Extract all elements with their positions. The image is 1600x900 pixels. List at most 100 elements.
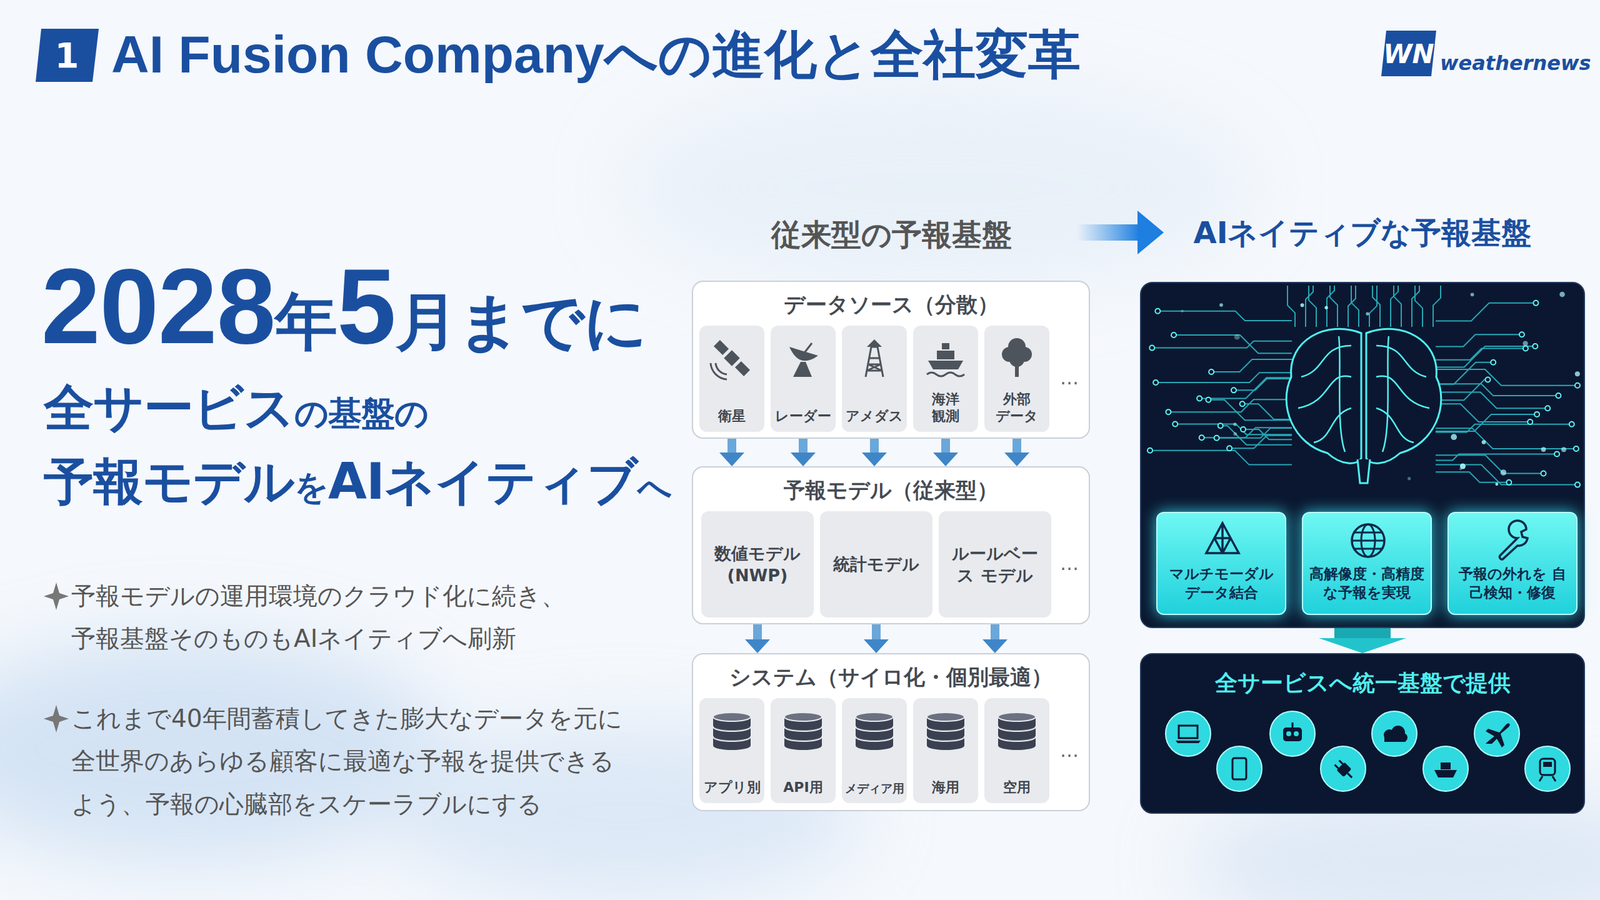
bullet-text: これまで40年間蓄積してきた膨大なデータを元に 全世界のあらゆる顧客に最適な予報… (71, 697, 631, 826)
bullet-text: 予報モデルの運用環境のクラウド化に続き、 予報基盤そのものもAIネイティブへ刷新 (71, 575, 572, 661)
headline-part: の基盤の (294, 393, 429, 434)
headline: 予報モデルをAIネイティブへ (43, 456, 672, 507)
node-text: 海用 (931, 779, 960, 796)
headline-part: AIネイティブ (328, 452, 638, 511)
node-text: 統計モデル (833, 553, 920, 575)
title-badge (35, 28, 99, 82)
icon-glyph (713, 712, 751, 750)
node-text: 外部 データ (995, 391, 1039, 425)
headline-part: 予報モデル (43, 452, 295, 511)
page-title: AI Fusion Companyへの進化と全社変革 (111, 19, 1081, 91)
node-text: 予報の外れを 自己検知・修復 (1452, 565, 1573, 603)
icon-glyph (784, 712, 822, 750)
heading-arrow (1076, 210, 1164, 255)
icon-glyph (926, 343, 965, 377)
headline-part: 月までに (395, 286, 647, 357)
icon-glyph (926, 712, 965, 750)
service-icon (1371, 711, 1417, 757)
icon (1303, 513, 1434, 561)
flow-arrow (1334, 628, 1391, 639)
node-text: 海洋 観測 (928, 391, 964, 425)
service-icon (1216, 746, 1262, 792)
logo-initials: WN (1383, 38, 1434, 70)
feature-box: 予報の外れを 自己検知・修復 (1447, 511, 1578, 615)
service-panel: 全サービスへ統一基盤で提供 (1140, 653, 1585, 814)
node-text: システム（サイロ化・個別最適） (693, 663, 1089, 692)
icon-glyph (710, 340, 750, 380)
icon-glyph (1206, 523, 1239, 554)
logo-wordmark: weathernews (1440, 51, 1592, 75)
source-tile: 海用 (913, 698, 979, 804)
node-text: API用 (783, 779, 823, 796)
ai-panel: AIネイティブな予報基盤マルチモーダル データ結合高解像度・高精度 な予報を実現… (1140, 281, 1585, 629)
headline-part: 5 (336, 246, 396, 366)
icon (770, 325, 836, 386)
source-tile: レーダー (770, 325, 836, 432)
source-tile: API用 (770, 698, 836, 804)
headline-part: 2028 (41, 246, 275, 366)
node-text: データソース（分散） (693, 290, 1089, 320)
icon-glyph (855, 712, 894, 750)
service-icon (1474, 711, 1520, 757)
bullet-star (43, 582, 69, 610)
service-icon (1320, 746, 1366, 792)
group-box: 予報モデル（従来型） 数値モデル (NWP) 統計モデル ルールベース モデル (691, 466, 1090, 625)
service-icon (1423, 746, 1469, 792)
node-text: アメダス (845, 408, 904, 425)
icon (699, 325, 765, 386)
source-tile: 空用 (984, 698, 1050, 804)
icon-glyph (1351, 524, 1385, 557)
icon-glyph (1001, 338, 1032, 377)
headline-part: 全サービス (43, 378, 295, 437)
background-haze (0, 87, 1600, 900)
node-text: 全サービスへ統一基盤で提供 (1141, 668, 1584, 699)
source-tile: 衛星 (699, 325, 765, 432)
icon-glyph (998, 712, 1036, 750)
model-box: 統計モデル (820, 511, 933, 618)
section-number: 1 (55, 35, 80, 76)
node-text: 予報モデル（従来型） (693, 476, 1089, 505)
node-text: アプリ別 (703, 779, 761, 796)
node-text: 高解像度・高精度 な予報を実現 (1306, 565, 1427, 603)
source-tile: アメダス (841, 325, 907, 432)
source-tile: 海洋 観測 (913, 325, 979, 432)
icon (841, 325, 907, 386)
service-icon (1270, 711, 1315, 757)
node-text: 数値モデル (NWP) (706, 542, 809, 587)
node-text: 衛星 (718, 408, 746, 425)
headline-part: を (294, 467, 329, 507)
node-text: メディア用 (845, 781, 905, 796)
headline-part: 年 (275, 286, 337, 357)
model-box: 数値モデル (NWP) (701, 511, 814, 618)
title-underline (35, 106, 1563, 109)
icon (984, 325, 1050, 386)
icon-glyph (789, 343, 819, 377)
service-icon (1165, 711, 1211, 757)
ellipsis: … (1060, 366, 1079, 389)
icon-glyph (1499, 520, 1528, 560)
icon (984, 698, 1050, 759)
ellipsis: … (1060, 552, 1079, 575)
node-text: レーダー (775, 408, 832, 425)
bullet-star (43, 705, 69, 733)
icon (913, 698, 979, 759)
feature-box: マルチモーダル データ結合 (1156, 511, 1287, 615)
headline: 全サービスの基盤の (43, 383, 429, 434)
node-text: 空用 (1003, 779, 1031, 796)
node-text: マルチモーダル データ結合 (1161, 565, 1282, 603)
group-box: データソース（分散） 衛星 レーダーアメダス 海洋 観測外部 データ (691, 280, 1090, 439)
source-tile: メディア用 (841, 698, 907, 804)
headline: 2028年5月までに (41, 253, 647, 360)
icon (1448, 513, 1579, 561)
headline-part: へ (637, 467, 672, 507)
ellipsis: … (1060, 739, 1079, 762)
source-tile: アプリ別 (699, 698, 765, 804)
logo-mark (1381, 30, 1437, 77)
service-icon (1525, 746, 1570, 792)
source-tile: 外部 データ (984, 325, 1050, 432)
node-text: ルールベース モデル (943, 542, 1047, 587)
icon (841, 698, 907, 759)
icon-glyph (865, 339, 884, 377)
group-box: システム（サイロ化・個別最適） アプリ別 API用 メディア用 海用 空用 (691, 653, 1090, 812)
